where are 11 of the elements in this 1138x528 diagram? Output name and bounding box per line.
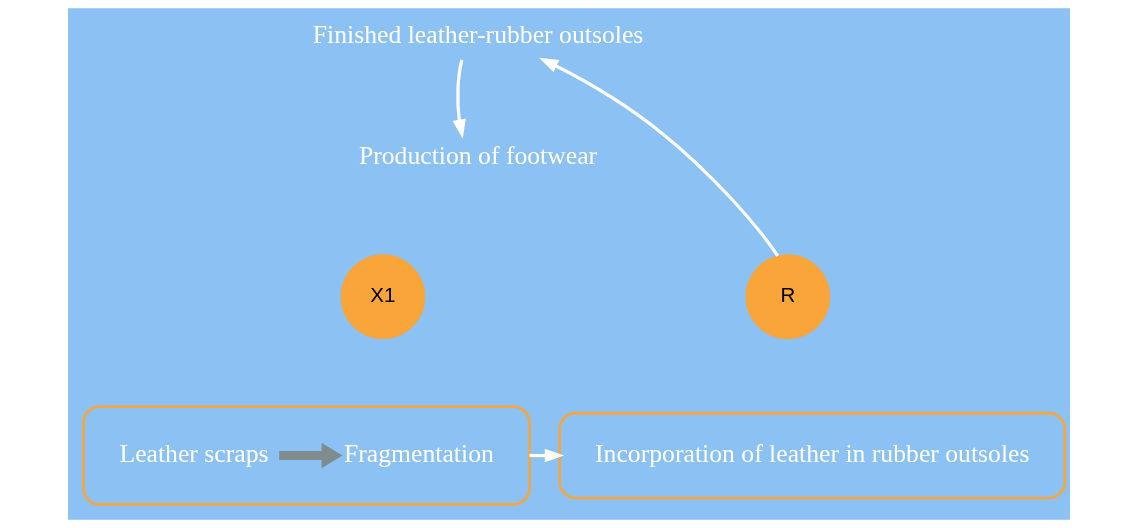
node-text: Production of footwear xyxy=(358,140,598,170)
arrow xyxy=(452,59,466,139)
node-text: Leather scraps xyxy=(119,438,269,468)
arrow xyxy=(539,57,780,257)
arrow xyxy=(279,442,343,469)
node-circle: X1 xyxy=(340,254,426,340)
node-circle: R xyxy=(745,254,831,340)
node-box: Incorporation of leather in rubber outsoles xyxy=(558,411,1067,500)
node-text: Fragmentation xyxy=(344,438,494,468)
node-text: Finished leather-rubber outsoles xyxy=(312,19,644,49)
cluster xyxy=(82,405,531,506)
